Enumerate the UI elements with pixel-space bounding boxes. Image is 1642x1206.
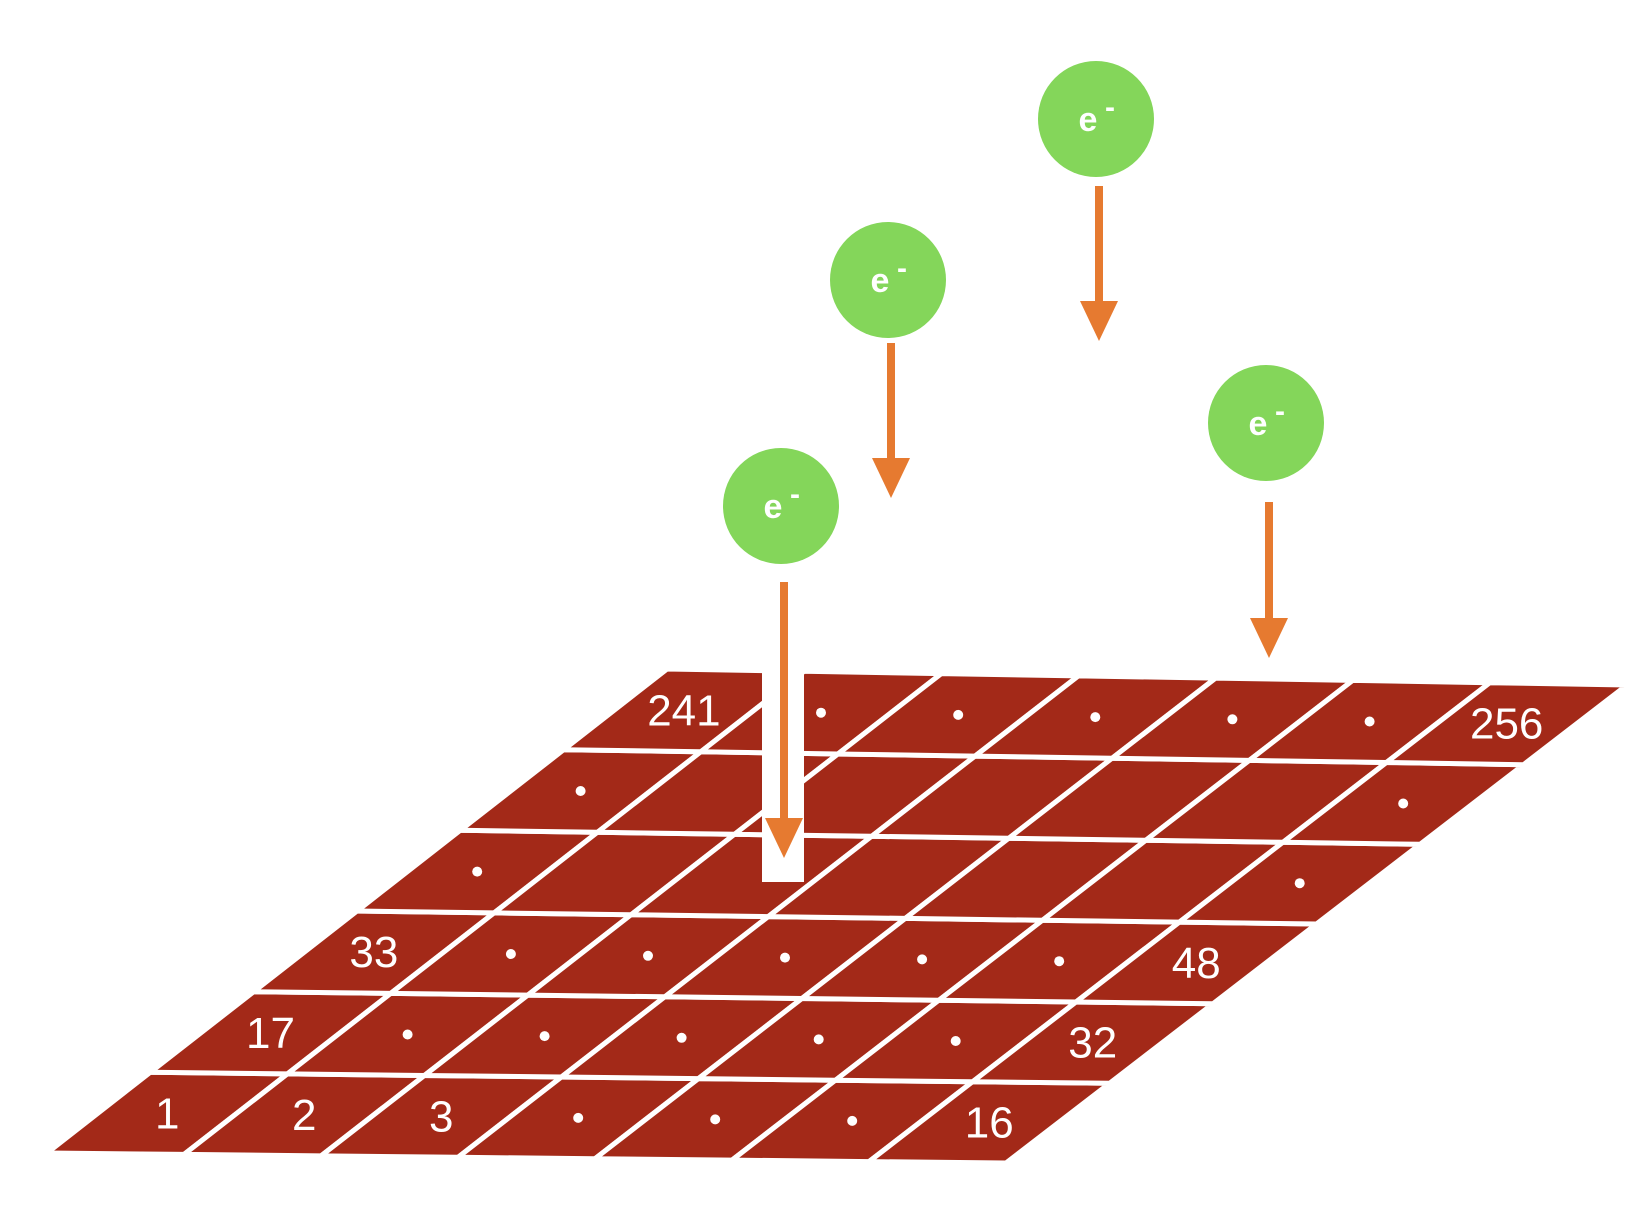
pixel-number-label: 17 xyxy=(246,1009,295,1058)
electrons: e-e-e-e- xyxy=(723,61,1324,882)
electron-circle xyxy=(723,448,839,564)
pixel-dot xyxy=(643,950,653,961)
pixel-dot xyxy=(676,1032,687,1043)
pixel-dot xyxy=(953,709,964,720)
pixel-dot xyxy=(1054,956,1065,967)
electron-2: e- xyxy=(830,222,946,498)
pixel-dot xyxy=(575,786,586,796)
electron-label: e xyxy=(1249,405,1268,443)
pixel-number-label: 16 xyxy=(965,1098,1014,1147)
pixel-number-label: 2 xyxy=(292,1091,316,1140)
electron-4: e- xyxy=(1208,365,1324,658)
pixel-dot xyxy=(539,1031,550,1042)
electron-3: e- xyxy=(1038,61,1154,341)
pixel-dot xyxy=(1398,798,1409,809)
pixel-dot xyxy=(917,954,928,965)
electron-charge-label: - xyxy=(1275,395,1285,428)
pixel-dot xyxy=(816,707,826,718)
electron-circle xyxy=(830,222,946,338)
pixel-cell xyxy=(1379,680,1635,768)
pixel-dot xyxy=(813,1034,824,1045)
pixel-number-label: 48 xyxy=(1172,939,1221,988)
electron-charge-label: - xyxy=(790,478,800,511)
pixel-dot xyxy=(472,866,483,877)
pixel-dot xyxy=(847,1115,858,1126)
pixel-dot xyxy=(1227,714,1238,725)
arrow-head xyxy=(1250,618,1288,658)
pixel-dot xyxy=(505,949,516,959)
electron-label: e xyxy=(1079,101,1098,139)
pixel-dot xyxy=(1364,716,1375,727)
electron-1: e- xyxy=(723,448,839,858)
pixel-dot xyxy=(1090,712,1101,723)
electron-label: e xyxy=(764,488,783,526)
pixel-labels: 1 2 3 16 17 32 33 48 241 256 xyxy=(155,686,1543,1147)
pixel-dot xyxy=(780,952,790,963)
electron-charge-label: - xyxy=(897,252,907,285)
pixel-number-label: 241 xyxy=(647,686,720,735)
electron-circle xyxy=(1208,365,1324,481)
pixel-dot xyxy=(573,1112,584,1123)
arrow-head xyxy=(765,818,803,858)
arrow-head xyxy=(872,458,910,498)
pixel-number-label: 256 xyxy=(1470,700,1543,749)
electron-charge-label: - xyxy=(1105,91,1115,124)
pixel-grid xyxy=(39,666,1635,1166)
pixel-number-label: 33 xyxy=(349,928,398,977)
pixel-number-label: 1 xyxy=(155,1089,179,1138)
pixel-number-label: 3 xyxy=(429,1092,453,1141)
pixel-dot xyxy=(710,1114,721,1125)
pixel-number-label: 32 xyxy=(1068,1019,1117,1068)
electron-circle xyxy=(1038,61,1154,177)
pixel-dot xyxy=(1294,878,1305,889)
electron-label: e xyxy=(871,262,890,300)
arrow-head xyxy=(1080,301,1118,341)
pixel-dot xyxy=(402,1029,413,1040)
pixel-dot xyxy=(950,1036,961,1046)
